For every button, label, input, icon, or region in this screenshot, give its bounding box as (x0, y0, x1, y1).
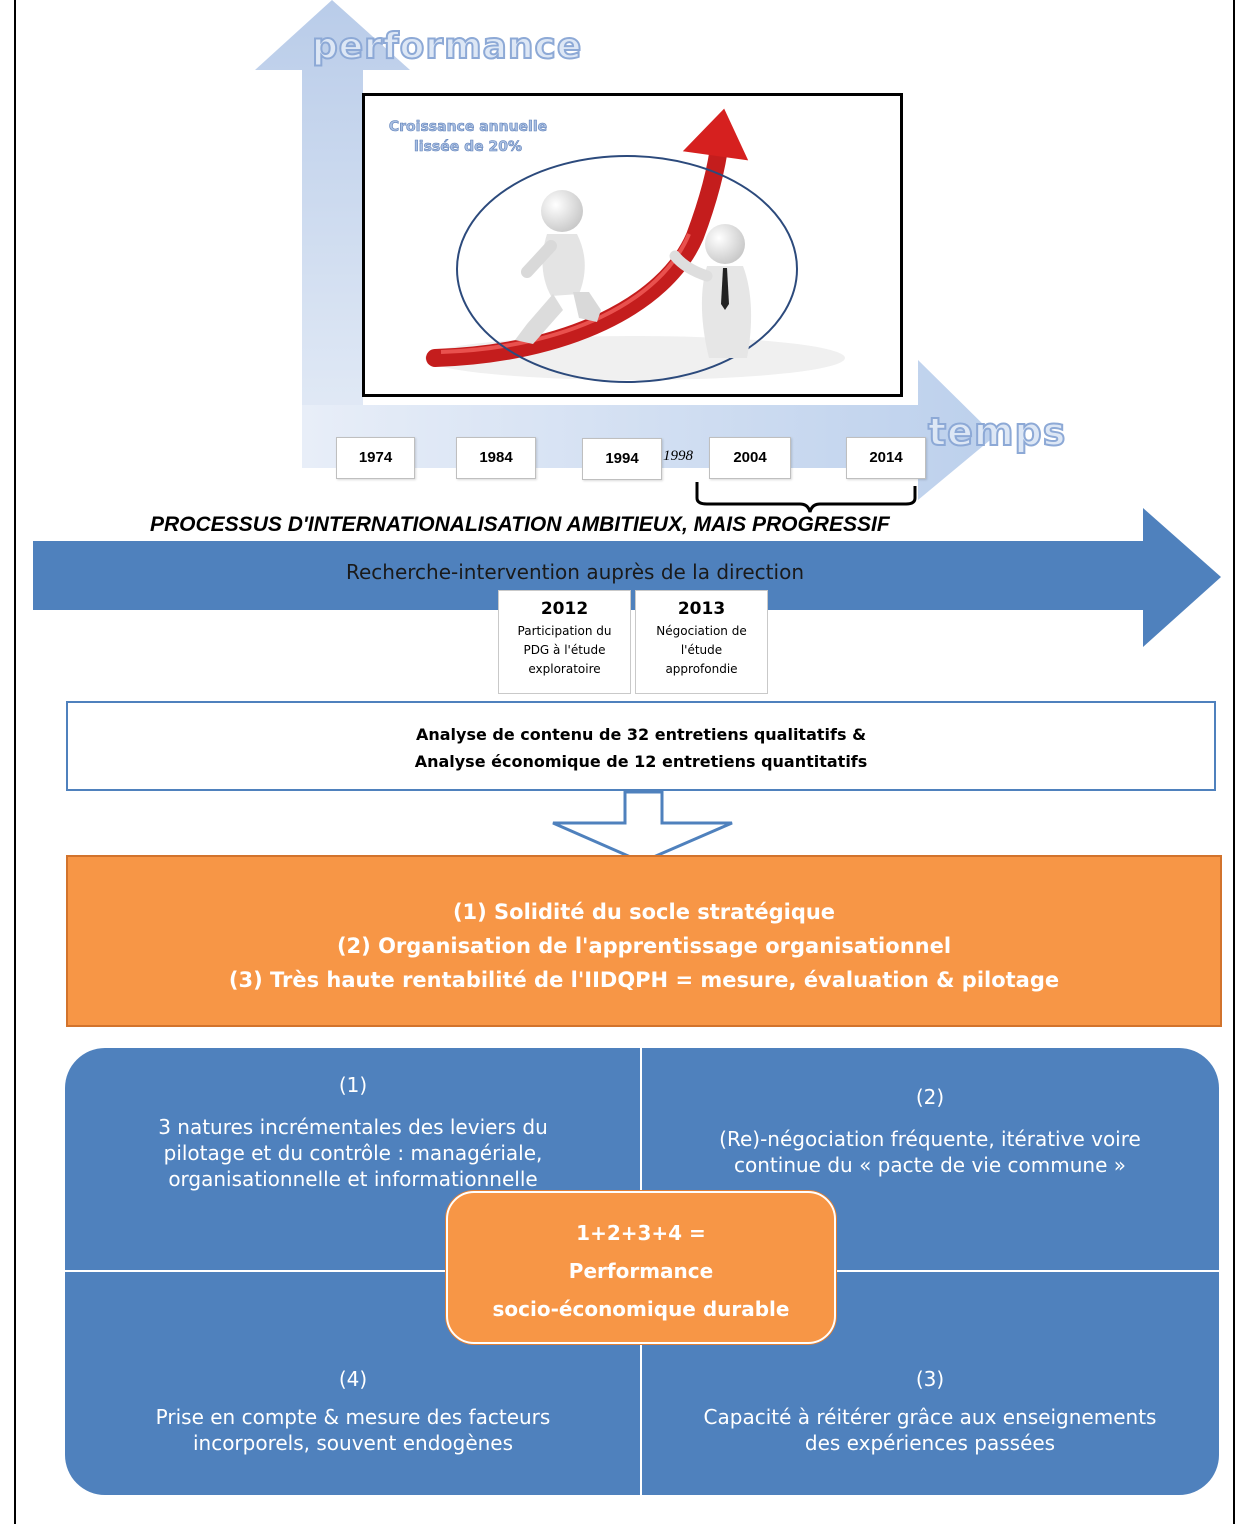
event-description: Négociation de l'étude approfondie (636, 622, 767, 679)
event-description: Participation du PDG à l'étude explorato… (499, 622, 630, 679)
quadrant-line: (Re)-négociation fréquente, itérative vo… (719, 1127, 1141, 1151)
event-box-2012: 2012 Participation du PDG à l'étude expl… (498, 590, 631, 694)
quadrant-line: Capacité à réitérer grâce aux enseigneme… (703, 1405, 1157, 1429)
quadrant-number: (3) (915, 1367, 945, 1391)
event-desc-line: l'étude (680, 643, 723, 657)
event-box-2013: 2013 Négociation de l'étude approfondie (635, 590, 768, 694)
event-desc-line: exploratoire (528, 662, 601, 676)
analysis-box: Analyse de contenu de 32 entretiens qual… (66, 701, 1216, 791)
growth-illustration (362, 93, 903, 397)
quadrant-line: organisationnelle et informationnelle (168, 1167, 538, 1191)
result-line-2: (2) Organisation de l'apprentissage orga… (336, 934, 952, 958)
performance-axis-label: performance (311, 25, 583, 68)
event-year: 2013 (677, 599, 726, 619)
results-box: (1) Solidité du socle stratégique (2) Or… (66, 855, 1222, 1027)
page-border-left (14, 0, 16, 1524)
quadrant-number: (1) (338, 1073, 368, 1097)
year-box-2004: 2004 (709, 437, 791, 479)
process-title: PROCESSUS D'INTERNATIONALISATION AMBITIE… (150, 513, 890, 536)
result-line-1: (1) Solidité du socle stratégique (452, 900, 836, 924)
year-box-1974: 1974 (336, 437, 415, 479)
analysis-line1: Analyse de contenu de 32 entretiens qual… (415, 725, 867, 744)
quadrant-3: (3) Capacité à réitérer grâce aux enseig… (650, 1366, 1210, 1456)
growth-caption: Croissance annuelle lissée de 20% (374, 117, 562, 157)
result-line-3: (3) Très haute rentabilité de l'IIDQPH =… (228, 968, 1060, 992)
analysis-line2: Analyse économique de 12 entretiens quan… (414, 752, 868, 771)
period-brace (695, 482, 917, 513)
growth-caption-line1: Croissance annuelle (388, 119, 548, 136)
year-box-2014: 2014 (846, 437, 926, 479)
temps-axis-label: temps (927, 409, 1067, 455)
quadrant-line: des expériences passées (804, 1431, 1056, 1455)
quadrant-line: 3 natures incrémentales des leviers du (158, 1115, 548, 1139)
page-border-right (1233, 0, 1235, 1524)
climbing-figure (515, 190, 601, 344)
quadrant-line: pilotage et du contrôle : managériale, (163, 1141, 543, 1165)
event-year: 2012 (540, 599, 589, 619)
center-line1: 1+2+3+4 = (576, 1221, 706, 1245)
quadrant-number: (4) (338, 1367, 368, 1391)
center-line2: Performance (568, 1259, 714, 1283)
center-synthesis-box: 1+2+3+4 = Performance socio-économique d… (446, 1191, 836, 1344)
year-box-1984: 1984 (456, 437, 536, 479)
event-desc-line: PDG à l'étude (523, 643, 606, 657)
event-desc-line: Négociation de (656, 624, 747, 638)
quadrant-number: (2) (915, 1085, 945, 1109)
quadrant-line: continue du « pacte de vie commune » (734, 1153, 1126, 1177)
center-line3: socio-économique durable (492, 1297, 790, 1321)
year-box-1994: 1994 (582, 438, 662, 480)
year-marker-1998: 1998 (663, 448, 693, 464)
event-desc-line: approfondie (665, 662, 738, 676)
quadrant-2: (2) (Re)-négociation fréquente, itérativ… (650, 1084, 1210, 1178)
growth-drawing (425, 108, 845, 383)
process-arrow-label: Recherche-intervention auprès de la dire… (345, 560, 804, 584)
performance-axis-arrow (255, 0, 410, 468)
quadrant-line: Prise en compte & mesure des facteurs (155, 1405, 551, 1429)
down-arrow (552, 790, 733, 864)
businessman-figure (669, 224, 752, 358)
growth-caption-line2: lissée de 20% (413, 139, 523, 156)
quadrant-4: (4) Prise en compte & mesure des facteur… (75, 1366, 631, 1456)
event-desc-line: Participation du (517, 624, 612, 638)
quadrant-1: (1) 3 natures incrémentales des leviers … (75, 1072, 631, 1192)
quadrant-line: incorporels, souvent endogènes (192, 1431, 514, 1455)
process-arrow (33, 508, 1221, 647)
